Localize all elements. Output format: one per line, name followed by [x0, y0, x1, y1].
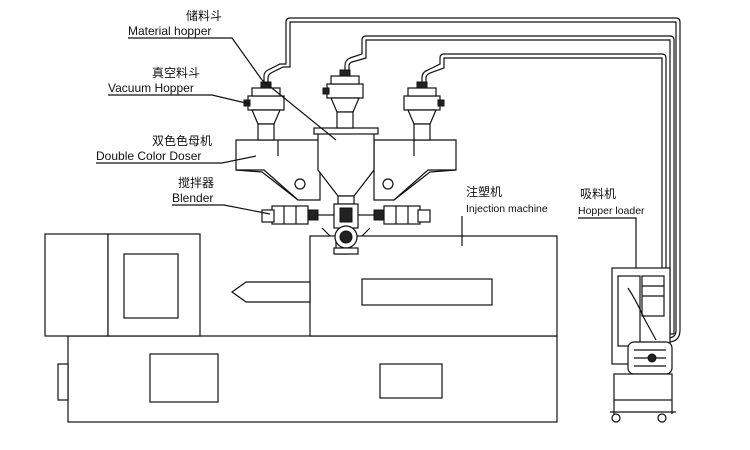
- left-doser-eye: [294, 178, 306, 190]
- label-vacuum-hopper-en: Vacuum Hopper: [108, 81, 194, 95]
- blender-window: [339, 207, 353, 223]
- hose-3: [421, 53, 667, 336]
- label-vacuum-hopper: 真空料斗 Vacuum Hopper: [108, 66, 200, 95]
- right-coupling: [373, 209, 385, 221]
- left-doser-detail: [235, 169, 299, 201]
- blower-hub: [647, 353, 657, 363]
- vacuum-hopper-center: [322, 69, 364, 129]
- hose-3b: [425, 57, 663, 336]
- conveying-hoses: [263, 17, 681, 343]
- label-blender-zh: 搅拌器: [178, 175, 214, 190]
- right-motor: [383, 205, 421, 225]
- base-window-left: [149, 353, 219, 403]
- vh-center-valve: [322, 87, 330, 95]
- right-doser-hopper: [373, 139, 457, 201]
- clamp-window: [123, 253, 179, 319]
- loader-stand: [613, 373, 673, 401]
- loader-wheel-right: [657, 413, 667, 423]
- hose-2b: [348, 39, 671, 334]
- nozzle: [230, 281, 311, 303]
- leader-vacuum-hopper: [108, 94, 251, 105]
- label-material-hopper: 储料斗 Material hopper: [128, 8, 222, 38]
- vh-left-neck: [257, 123, 275, 141]
- loader-wheel-left: [611, 413, 621, 423]
- label-hopper-loader: 吸料机 Hopper loader: [578, 187, 645, 217]
- injection-machine: [44, 233, 558, 423]
- label-injection-machine-zh: 注塑机: [466, 184, 502, 199]
- center-neck: [337, 195, 355, 205]
- center-hopper: [317, 129, 375, 197]
- label-blender-en: Blender: [172, 191, 213, 205]
- label-doser-en: Double Color Doser: [96, 149, 201, 163]
- blender-rotor-inner: [339, 230, 353, 244]
- vh-right-lid: [403, 95, 441, 111]
- label-blender: 搅拌器 Blender: [172, 175, 214, 205]
- machine-base: [67, 335, 558, 423]
- vh-center-cap: [339, 69, 351, 77]
- vh-right-cone: [407, 109, 437, 125]
- leader-doser: [96, 155, 257, 164]
- hose-1: [263, 17, 681, 330]
- clamp-unit: [44, 233, 109, 337]
- hose-1b: [267, 21, 677, 330]
- base-left-panel: [57, 363, 69, 401]
- loader-panel: [617, 275, 641, 347]
- vh-left-top: [251, 87, 281, 97]
- left-motor: [271, 205, 309, 225]
- vh-right-valve: [437, 99, 445, 107]
- loader-hose: [627, 287, 657, 341]
- vh-center-cone: [330, 97, 360, 113]
- vh-center-top: [330, 75, 360, 85]
- center-hopper-rim: [313, 127, 379, 135]
- base-window-right: [379, 363, 443, 399]
- label-double-color-doser: 双色色母机 Double Color Doser: [96, 134, 212, 163]
- label-hopper-loader-zh: 吸料机: [580, 187, 616, 201]
- rotor-bracket-left: [321, 227, 331, 237]
- leader-blender: [172, 204, 271, 215]
- left-coupling: [307, 209, 319, 221]
- vh-left-cone: [251, 109, 281, 125]
- right-motor-cap: [417, 209, 431, 223]
- barrel-window: [361, 278, 493, 306]
- leader-hopper-loader: [578, 217, 637, 268]
- blender: [261, 203, 431, 255]
- label-injection-machine-en: Injection machine: [466, 203, 548, 215]
- left-motor-cap: [261, 209, 275, 223]
- label-vacuum-hopper-zh: 真空料斗: [152, 66, 200, 80]
- leader-material-hopper: [128, 37, 263, 81]
- vh-center-lid: [326, 83, 364, 99]
- rotor-base: [333, 247, 359, 255]
- hopper-loader: [610, 267, 676, 423]
- label-material-hopper-en: Material hopper: [128, 24, 211, 38]
- vacuum-hopper-left: [243, 81, 285, 141]
- vacuum-hopper-right: [403, 81, 445, 141]
- vh-left-cap: [260, 81, 272, 89]
- label-hopper-loader-en: Hopper loader: [578, 205, 645, 217]
- vh-left-lid: [247, 95, 285, 111]
- label-material-hopper-zh: 储料斗: [186, 8, 222, 23]
- label-doser-zh: 双色色母机: [152, 134, 212, 148]
- vh-right-top: [407, 87, 437, 97]
- leader-lines: [96, 37, 637, 268]
- double-color-doser-assembly: [235, 127, 457, 205]
- right-doser-detail: [393, 169, 457, 201]
- label-injection-machine: 注塑机 Injection machine: [466, 184, 548, 215]
- right-doser-eye: [382, 178, 394, 190]
- vh-right-cap: [416, 81, 428, 89]
- leader-material-hopper-tail: [261, 79, 337, 141]
- vh-center-neck: [336, 111, 354, 129]
- rotor-bracket-right: [361, 227, 371, 237]
- hose-returns: [649, 329, 681, 343]
- vh-right-neck: [413, 123, 431, 141]
- hose-2: [344, 35, 675, 334]
